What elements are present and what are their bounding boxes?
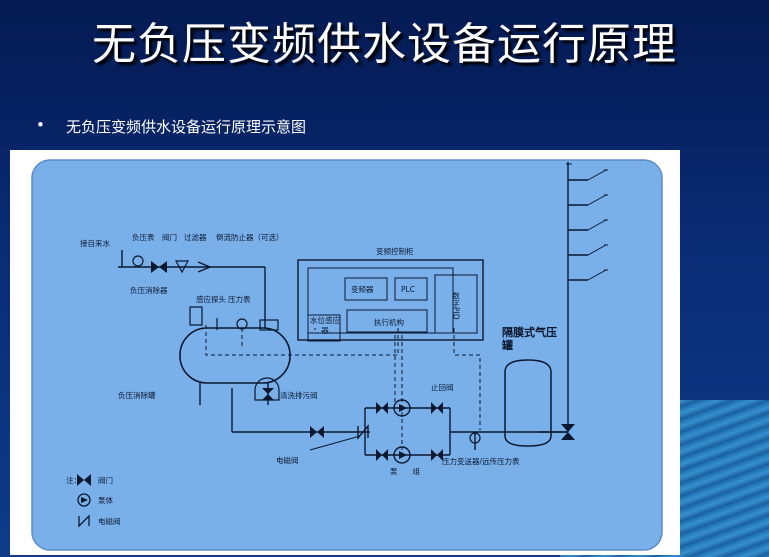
diagram-panel: 接自来水 负压表 阀门 过滤器 倒流防止器（可选） 负压消除器 感应探头 压力表…: [10, 150, 680, 555]
pump-lower: [393, 446, 411, 464]
branch-heads: [566, 163, 608, 281]
legend-pump-label: 泵体: [98, 495, 113, 505]
label-diaphragm-box: 隔膜式气压罐: [502, 326, 557, 352]
transmitter-icon: [469, 432, 481, 444]
bullet-mark: •: [36, 116, 45, 134]
legend-solenoid-label: 电磁阀: [98, 516, 121, 526]
pressure-gauge-icon: [236, 318, 248, 330]
plc-box: [394, 277, 428, 301]
label-pid: 数字PID: [451, 291, 460, 320]
label-pump-group: 泵 组: [390, 466, 420, 476]
label-actuator: 执行机构: [374, 317, 404, 327]
diaphragm-pressure-tank: [504, 359, 552, 447]
backflow-preventer-icon: [197, 261, 212, 273]
label-cabinet: 变频控制柜: [376, 246, 414, 256]
pid-box: [434, 274, 478, 334]
schematic-diagram: 接自来水 负压表 阀门 过滤器 倒流防止器（可选） 负压消除器 感应探头 压力表…: [31, 159, 663, 551]
pump-upper: [393, 399, 411, 417]
valves: [77, 261, 575, 486]
label-sensor: 感应探头: [196, 294, 226, 304]
label-backflow: 倒流防止器（可选）: [216, 232, 284, 242]
inverter-box: [344, 277, 388, 301]
label-pressure-gauge: 压力表: [228, 294, 251, 304]
label-level-sensor-box: 水位感应器: [310, 316, 340, 335]
label-valve-top: 阀门: [162, 233, 177, 242]
solenoid-symbol: [357, 424, 369, 440]
actuator-box: [346, 309, 428, 333]
label-tank: 负压消除罐: [118, 390, 156, 400]
control-cabinet: [297, 259, 484, 341]
label-diaphragm-tank: 隔膜式气压罐: [502, 326, 557, 352]
legend-pump-icon: [77, 493, 91, 507]
cabinet-inner: [307, 267, 454, 334]
label-transmitter: 压力变送器/远传压力表: [442, 456, 520, 466]
legend-valve-label: 阀门: [98, 476, 113, 485]
label-flush-valve: 清洗排污阀: [280, 390, 318, 400]
label-plc: PLC: [401, 285, 415, 294]
label-inlet: 接自来水: [80, 238, 110, 248]
control-wires: [205, 325, 481, 450]
tank-top-fitting: [259, 319, 279, 331]
flush-port: [254, 377, 280, 401]
legend-title: 注：: [66, 475, 81, 485]
level-sensor-box: [307, 314, 341, 342]
label-gauge-top: 负压表: [132, 232, 155, 242]
eliminator-device: [189, 306, 203, 326]
label-inverter: 变频器: [351, 284, 374, 294]
label-level-sensor: 水位感应器: [310, 316, 340, 335]
legend-solenoid-icon: [78, 514, 90, 528]
negative-pressure-tank: [179, 327, 291, 384]
filter-icon: [174, 260, 190, 274]
label-solenoid: 电磁阀: [276, 455, 299, 465]
label-filter: 过滤器: [184, 232, 207, 242]
label-check-valve: 止回阀: [431, 382, 454, 392]
slide-title: 无负压变频供水设备运行原理: [92, 19, 677, 70]
label-eliminator: 负压消除器: [130, 285, 168, 295]
slide-caption: 无负压变频供水设备运行原理示意图: [66, 118, 307, 136]
